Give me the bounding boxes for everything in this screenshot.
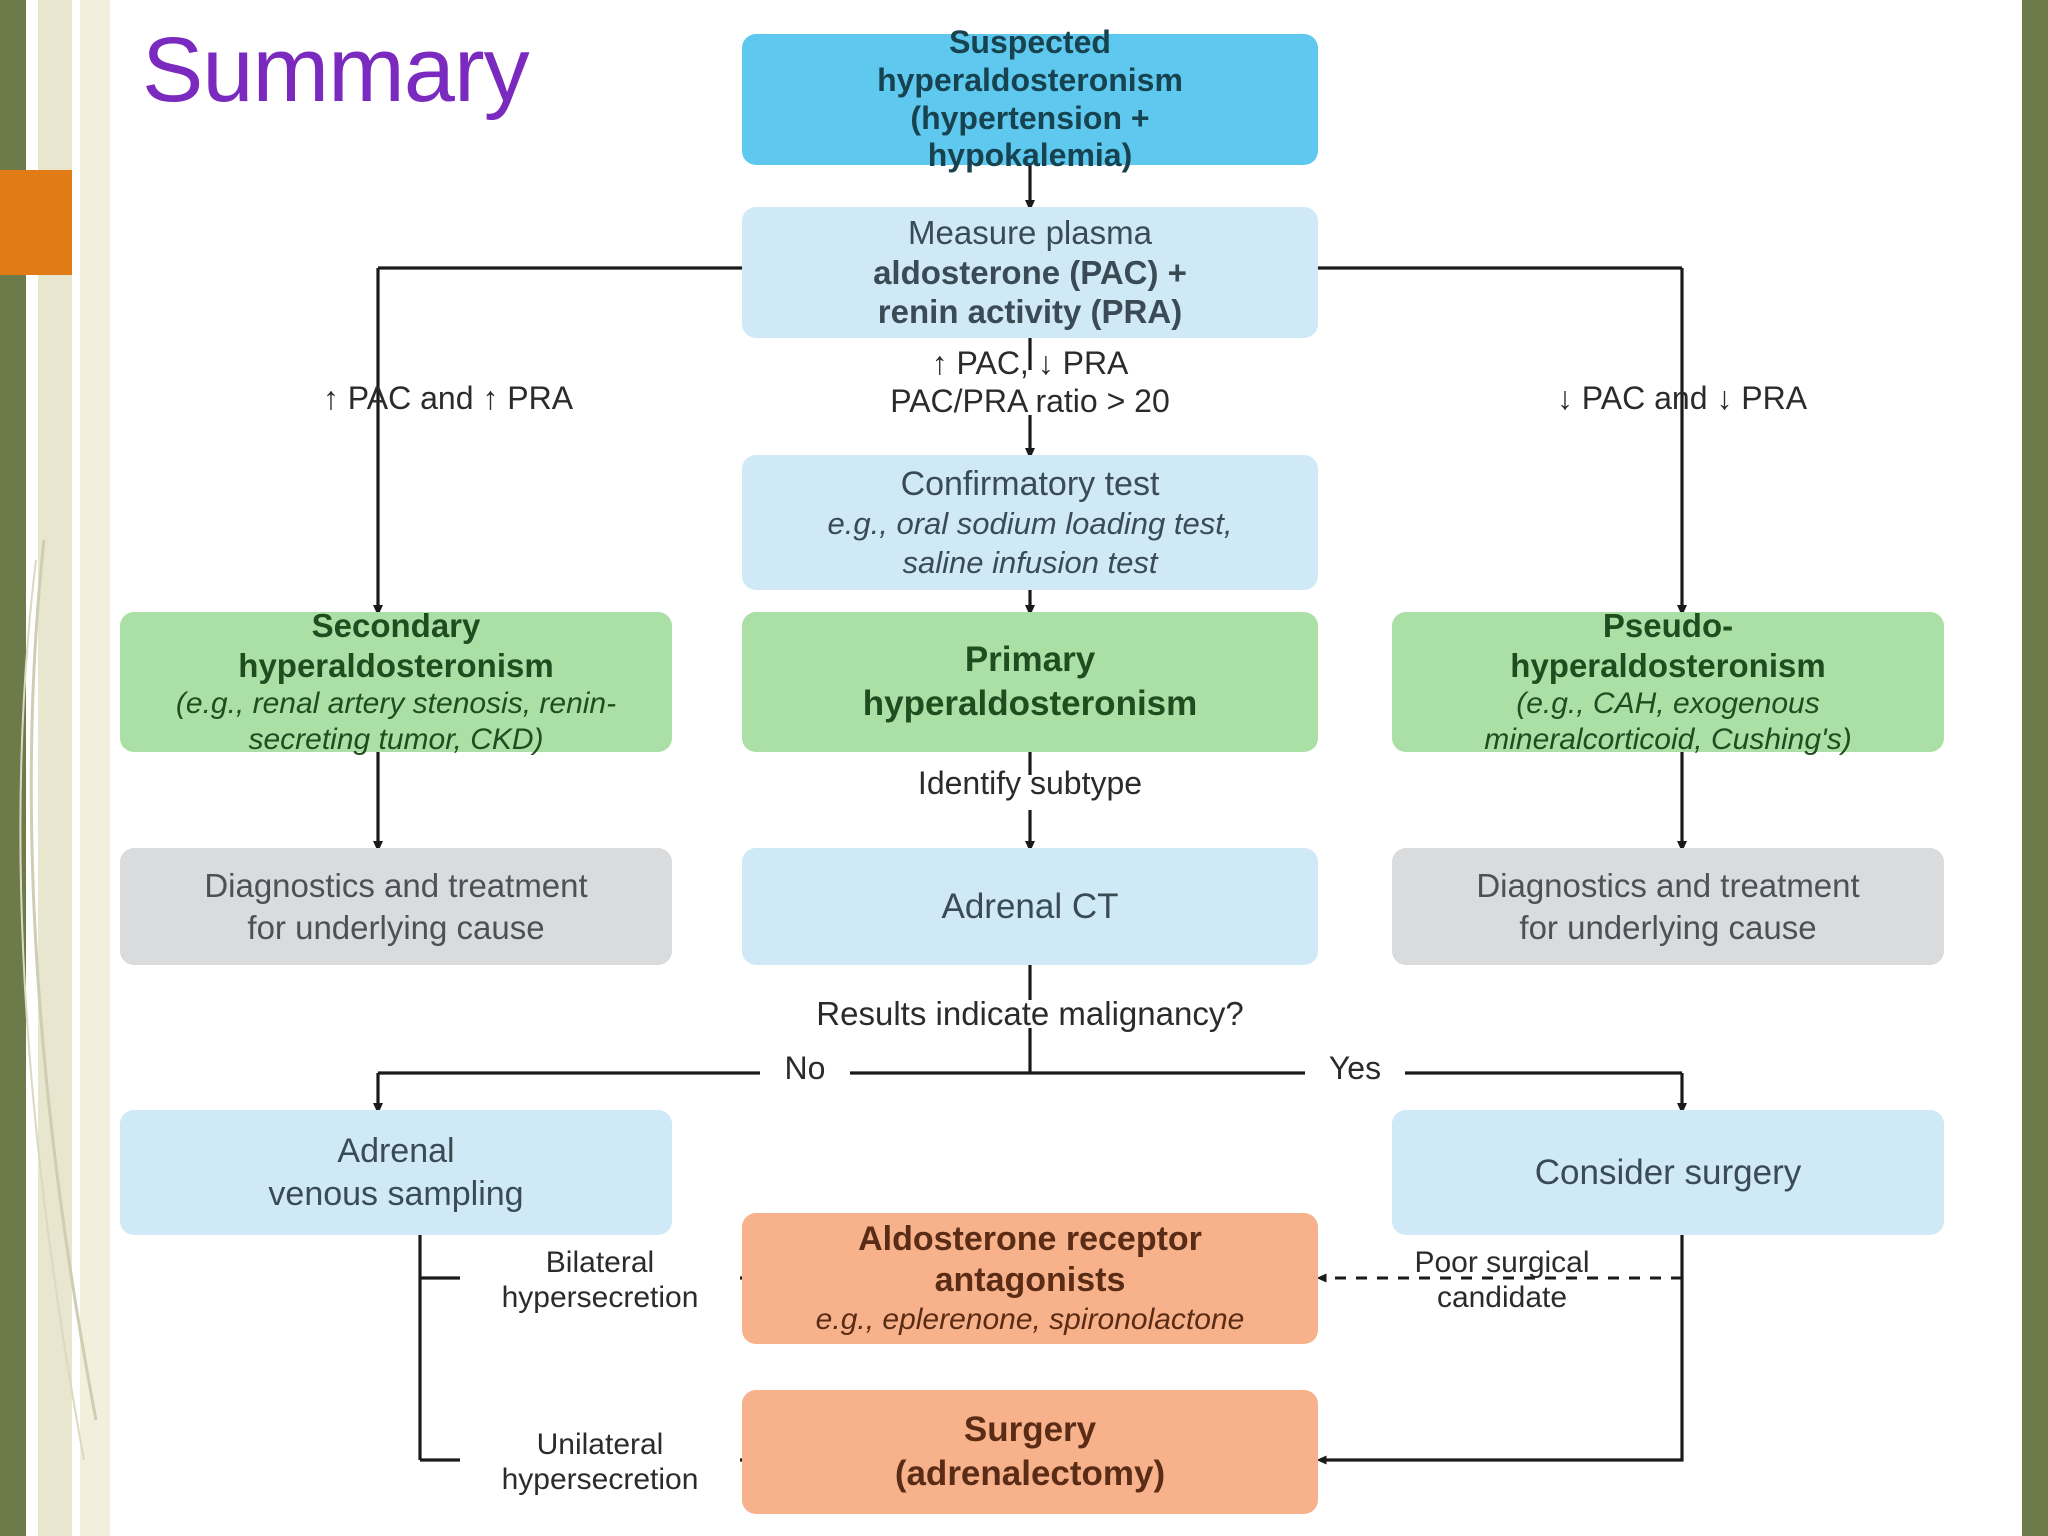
- node-line: antagonists: [934, 1261, 1126, 1300]
- node-aldosterone-receptor-antagonists[interactable]: Aldosterone receptor antagonists e.g., e…: [742, 1213, 1318, 1344]
- node-pseudo-hyperaldosteronism[interactable]: Pseudo- hyperaldosteronism (e.g., CAH, e…: [1392, 607, 1944, 756]
- edge-label-text: ↑ PAC, ↓ PRA: [931, 345, 1129, 381]
- node-line: Consider surgery: [1534, 1152, 1802, 1192]
- node-line: (e.g., renal artery stenosis, renin-: [175, 686, 617, 720]
- slide-left-decoration: [0, 0, 120, 1536]
- edge-label-text: hypersecretion: [501, 1463, 699, 1497]
- node-consider-surgery[interactable]: Consider surgery: [1392, 1110, 1944, 1235]
- edge-label-text: hypersecretion: [501, 1281, 699, 1315]
- edge-label-text: Unilateral: [536, 1428, 664, 1461]
- edge-label-text: ↓ PAC and ↓ PRA: [1556, 380, 1808, 416]
- node-diagnostics-treatment-left[interactable]: Diagnostics and treatment for underlying…: [120, 848, 672, 965]
- node-adrenal-ct[interactable]: Adrenal CT: [742, 848, 1318, 965]
- node-line: Diagnostics and treatment: [204, 867, 588, 905]
- deco-band-white-2: [72, 0, 80, 1536]
- edge-label-text: ↑ PAC and ↑ PRA: [322, 380, 574, 416]
- node-line: for underlying cause: [247, 908, 545, 946]
- node-suspected-hyperaldosteronism[interactable]: Suspected hyperaldosteronism (hypertensi…: [742, 24, 1318, 173]
- node-line: Confirmatory test: [900, 464, 1160, 503]
- edge-label-no: No: [760, 1050, 850, 1088]
- page-title: Summary: [142, 19, 530, 121]
- edge-label-text: Results indicate malignancy?: [816, 995, 1244, 1032]
- node-line: Secondary: [311, 607, 481, 645]
- node-adrenal-venous-sampling[interactable]: Adrenal venous sampling: [120, 1110, 672, 1235]
- node-diagnostics-treatment-right[interactable]: Diagnostics and treatment for underlying…: [1392, 848, 1944, 965]
- node-line: renin activity (PRA): [877, 293, 1183, 331]
- edge-label-yes: Yes: [1305, 1050, 1405, 1088]
- node-line: aldosterone (PAC) +: [873, 253, 1187, 291]
- edge-label-text: Identify subtype: [917, 765, 1143, 801]
- edge-label-left-branch: ↑ PAC and ↑ PRA: [238, 380, 658, 418]
- edge-label-text: candidate: [1436, 1281, 1568, 1315]
- node-line: (hypertension +: [910, 99, 1150, 136]
- node-line: Surgery: [963, 1410, 1097, 1450]
- edge-label-text: Bilateral: [545, 1246, 655, 1279]
- edge-label-poor-surgical-candidate: Poor surgical candidate: [1352, 1245, 1652, 1316]
- node-line: hyperaldosteronism: [238, 647, 554, 684]
- node-line: Diagnostics and treatment: [1476, 867, 1860, 905]
- edge-label-text: PAC/PRA ratio > 20: [890, 382, 1170, 419]
- edge-label-text: Yes: [1328, 1050, 1382, 1086]
- node-line: e.g., eplerenone, spironolactone: [815, 1302, 1245, 1336]
- node-line: hyperaldosteronism: [877, 61, 1183, 98]
- flowchart: Suspected hyperaldosteronism (hypertensi…: [120, 0, 2020, 1536]
- node-line: Aldosterone receptor: [858, 1219, 1202, 1258]
- edge-label-identify-subtype: Identify subtype: [780, 765, 1280, 803]
- node-line: saline infusion test: [902, 544, 1158, 580]
- edge-label-bilateral-hypersecretion: Bilateral hypersecretion: [460, 1245, 740, 1316]
- node-line: venous sampling: [268, 1174, 524, 1213]
- node-line: hypokalemia): [927, 137, 1133, 174]
- node-line: hyperaldosteronism: [1510, 647, 1826, 684]
- edge-label-mid-branch: ↑ PAC, ↓ PRA PAC/PRA ratio > 20: [780, 345, 1280, 421]
- node-line: (adrenalectomy): [894, 1454, 1166, 1493]
- node-line: for underlying cause: [1519, 908, 1817, 946]
- node-line: secreting tumor, CKD): [248, 722, 544, 756]
- node-line: (e.g., CAH, exogenous: [1516, 686, 1820, 720]
- accent-tab: [0, 170, 72, 275]
- slide-right-decoration: [2022, 0, 2048, 1536]
- deco-band-pale: [80, 0, 110, 1536]
- edge-label-text: No: [784, 1050, 826, 1086]
- edge-label-results-malignancy: Results indicate malignancy?: [680, 995, 1380, 1034]
- node-line: Adrenal CT: [941, 886, 1119, 926]
- node-line: Adrenal: [337, 1132, 455, 1170]
- node-surgery-adrenalectomy[interactable]: Surgery (adrenalectomy): [742, 1390, 1318, 1514]
- node-line: Measure plasma: [908, 214, 1152, 252]
- node-line: mineralcorticoid, Cushing's): [1484, 722, 1852, 756]
- node-line: Primary: [964, 640, 1096, 680]
- node-line: hyperaldosteronism: [862, 684, 1198, 723]
- node-measure-plasma[interactable]: Measure plasma aldosterone (PAC) + renin…: [742, 207, 1318, 338]
- decorative-swoosh: [19, 539, 98, 1461]
- edge-label-right-branch: ↓ PAC and ↓ PRA: [1472, 380, 1892, 418]
- edge-label-text: Poor surgical: [1414, 1246, 1590, 1279]
- node-primary-hyperaldosteronism[interactable]: Primary hyperaldosteronism: [742, 612, 1318, 752]
- node-secondary-hyperaldosteronism[interactable]: Secondary hyperaldosteronism (e.g., rena…: [120, 607, 672, 756]
- node-line: Suspected: [949, 24, 1111, 60]
- node-line: e.g., oral sodium loading test,: [827, 506, 1233, 542]
- node-line: Pseudo-: [1602, 607, 1734, 645]
- edge-label-unilateral-hypersecretion: Unilateral hypersecretion: [460, 1427, 740, 1498]
- node-confirmatory-test[interactable]: Confirmatory test e.g., oral sodium load…: [742, 455, 1318, 590]
